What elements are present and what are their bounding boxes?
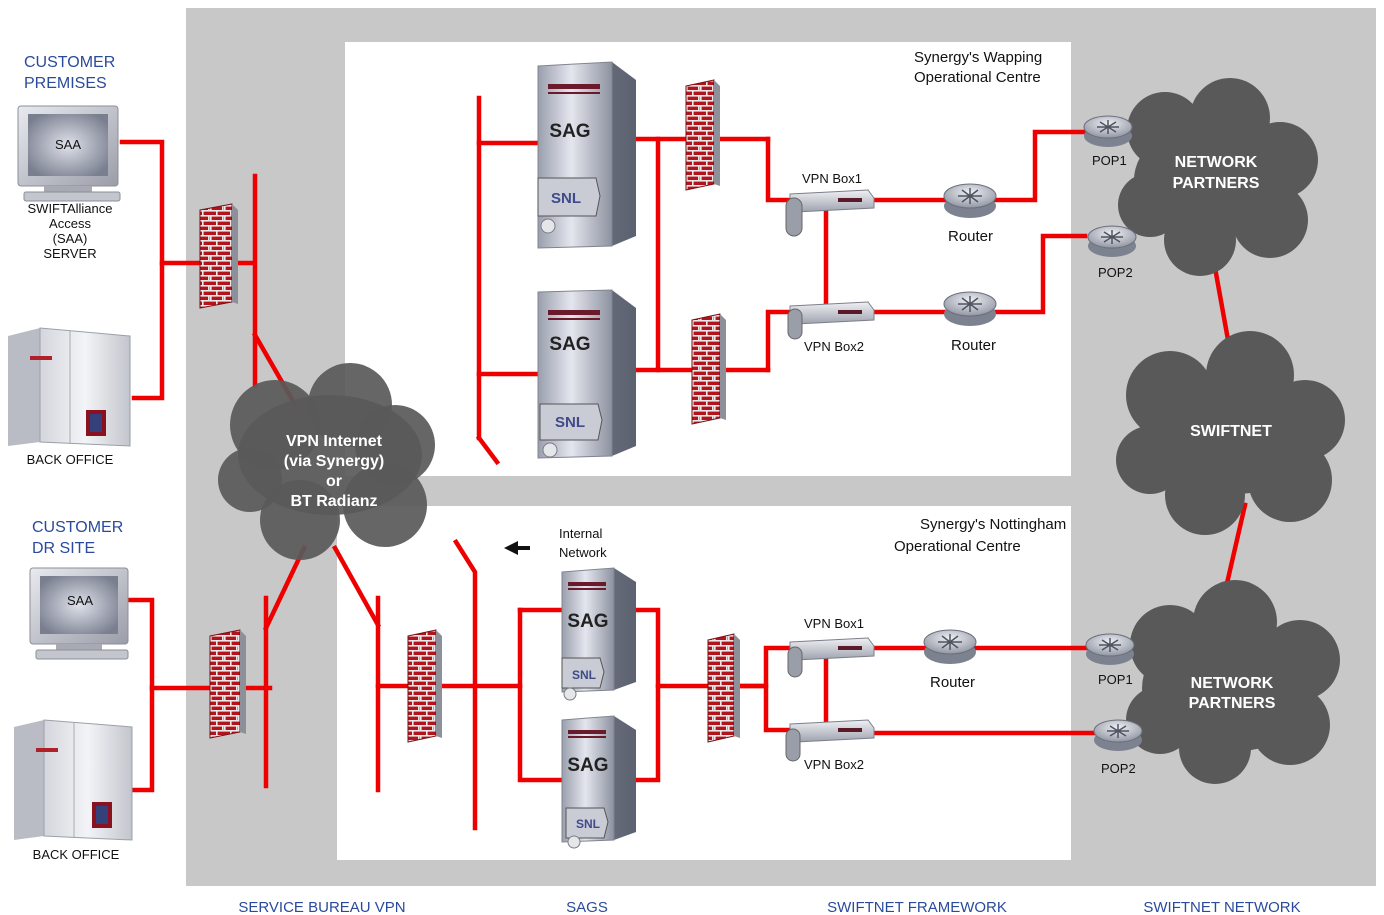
network-partners-bottom-1: NETWORK xyxy=(1191,675,1274,692)
section-label-sags: SAGS xyxy=(566,899,608,915)
svg-text:SNL: SNL xyxy=(555,414,585,431)
swiftnet-cloud xyxy=(1116,331,1345,535)
sag-server: SAG SNL xyxy=(561,567,636,701)
internal-network-label-2: Network xyxy=(559,545,607,560)
nottingham-vpn-box1-label: VPN Box1 xyxy=(804,616,864,631)
network-partners-cloud-top xyxy=(1118,78,1318,276)
router-icon xyxy=(923,629,977,664)
svg-text:SNL: SNL xyxy=(576,817,600,831)
wapping-pop1-label: POP1 xyxy=(1092,153,1127,168)
pop-router-icon xyxy=(1093,719,1143,751)
saa-server-label-3: (SAA) xyxy=(53,231,88,246)
wapping-pop2-label: POP2 xyxy=(1098,265,1133,280)
nottingham-pop1-label: POP1 xyxy=(1098,672,1133,687)
nottingham-pop2-label: POP2 xyxy=(1101,761,1136,776)
saa-server-label-2: Access xyxy=(49,216,91,231)
customer-dr-title-1: CUSTOMER xyxy=(32,519,123,536)
sag-server: SAG SNL xyxy=(537,61,636,249)
vpn-cloud-line-1: VPN Internet xyxy=(286,433,383,450)
network-partners-top-2: PARTNERS xyxy=(1173,175,1260,192)
svg-text:SNL: SNL xyxy=(572,668,596,682)
sag-server: SAG SNL xyxy=(537,289,636,459)
customer-premises-title-1: CUSTOMER xyxy=(24,54,115,71)
saa-monitor-dr-site: SAA xyxy=(29,567,129,660)
saa-monitor-dr-label: SAA xyxy=(67,593,93,608)
wapping-router2-label: Router xyxy=(951,337,996,354)
sag-server: SAG SNL xyxy=(561,715,636,849)
network-partners-top-1: NETWORK xyxy=(1175,154,1258,171)
wapping-vpn-box2-label: VPN Box2 xyxy=(804,339,864,354)
back-office-server-dr-site xyxy=(14,719,133,841)
saa-monitor-label: SAA xyxy=(55,137,81,152)
saa-server-label-4: SERVER xyxy=(43,246,96,261)
wapping-vpn-box1-label: VPN Box1 xyxy=(802,171,862,186)
wapping-title-1: Synergy's Wapping xyxy=(914,49,1042,66)
vpn-box-icon xyxy=(785,719,875,762)
customer-dr-title-2: DR SITE xyxy=(32,540,95,557)
vpn-cloud-line-4: BT Radianz xyxy=(290,493,377,510)
pop-router-icon xyxy=(1083,115,1133,147)
svg-text:SAG: SAG xyxy=(549,334,590,355)
section-label-swiftnet-framework: SWIFTNET FRAMEWORK xyxy=(827,899,1007,915)
pop-router-icon xyxy=(1085,633,1135,665)
saa-monitor-premises: SAA xyxy=(17,105,121,202)
swiftnet-label: SWIFTNET xyxy=(1190,423,1272,440)
firewall-icon xyxy=(685,79,720,191)
section-label-service-bureau-vpn: SERVICE BUREAU VPN xyxy=(238,899,405,915)
svg-text:SAG: SAG xyxy=(567,611,608,632)
internal-network-label-1: Internal xyxy=(559,526,602,541)
nottingham-title-1: Synergy's Nottingham xyxy=(920,516,1066,533)
wapping-title-2: Operational Centre xyxy=(914,69,1041,86)
vpn-cloud-line-2: (via Synergy) xyxy=(284,453,384,470)
vpn-box-icon xyxy=(787,637,875,678)
firewall-icon xyxy=(199,203,238,309)
svg-text:SAG: SAG xyxy=(567,755,608,776)
saa-server-label-1: SWIFTAlliance xyxy=(28,201,113,216)
customer-premises-title-2: PREMISES xyxy=(24,75,107,92)
svg-text:SAG: SAG xyxy=(549,121,590,142)
vpn-box-icon xyxy=(785,189,875,237)
firewall-icon xyxy=(209,629,246,739)
firewall-icon xyxy=(407,629,442,743)
firewall-icon xyxy=(691,313,726,425)
network-partners-cloud-bottom xyxy=(1126,580,1340,784)
vpn-cloud-line-3: or xyxy=(326,473,342,490)
wapping-router1-label: Router xyxy=(948,228,993,245)
nottingham-centre-panel xyxy=(337,506,1071,860)
section-label-swiftnet-network: SWIFTNET NETWORK xyxy=(1143,899,1300,915)
nottingham-vpn-box2-label: VPN Box2 xyxy=(804,757,864,772)
router-icon xyxy=(943,183,997,218)
firewall-icon xyxy=(707,633,740,743)
vpn-internet-cloud xyxy=(218,363,435,560)
back-office-dr-label: BACK OFFICE xyxy=(33,847,120,862)
nottingham-title-2: Operational Centre xyxy=(894,538,1021,555)
svg-text:SNL: SNL xyxy=(551,190,581,207)
pop-router-icon xyxy=(1087,225,1137,257)
router-icon xyxy=(943,291,997,326)
vpn-box-icon xyxy=(787,301,875,340)
network-partners-bottom-2: PARTNERS xyxy=(1189,695,1276,712)
back-office-server-premises xyxy=(8,327,131,447)
back-office-label: BACK OFFICE xyxy=(27,452,114,467)
left-arrow-icon xyxy=(504,541,530,555)
nottingham-router-label: Router xyxy=(930,674,975,691)
